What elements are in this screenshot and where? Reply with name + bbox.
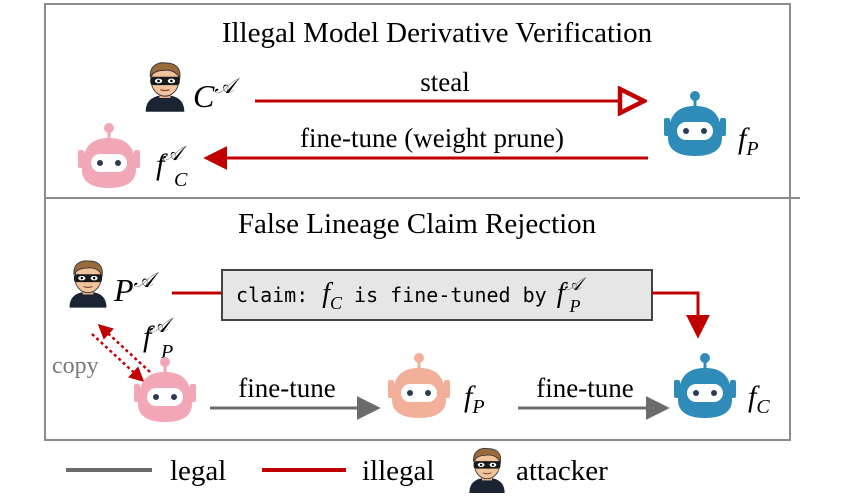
robot-fc-label: fC (748, 380, 770, 418)
finetune-prune-label: fine-tune (weight prune) (300, 123, 564, 153)
robot-fca-icon (76, 122, 142, 190)
finetune-label-2: fine-tune (536, 373, 633, 403)
legend-illegal-label: illegal (362, 455, 434, 487)
steal-label: steal (420, 67, 469, 97)
attacker-c-label: C𝒜 (193, 74, 240, 114)
top-panel-title: Illegal Model Derivative Verification (222, 17, 653, 49)
bottom-panel-frame (44, 197, 791, 441)
finetune-label-1: fine-tune (238, 373, 335, 403)
attacker-p-label: P𝒜 (113, 268, 160, 308)
legend-legal-label: legal (170, 455, 226, 487)
robot-fp-bottom-label: fP (464, 380, 485, 418)
copy-arrow-down (91, 333, 145, 383)
robot-fp-label: fP (738, 122, 759, 160)
attacker-icon (145, 62, 185, 112)
robot-fp-bottom-icon (386, 352, 452, 420)
claim-box (221, 269, 653, 321)
copy-arrow-up (97, 323, 151, 373)
bottom-panel-title: False Lineage Claim Rejection (238, 208, 597, 240)
claim-connector-right-arrow (652, 291, 710, 339)
attacker-icon (68, 260, 108, 308)
robot-fc-icon (672, 352, 738, 420)
copy-label: copy (52, 353, 99, 379)
legend-attacker-icon (468, 447, 506, 493)
legend-attacker-label: attacker (516, 455, 608, 487)
robot-fp-icon (662, 90, 728, 158)
